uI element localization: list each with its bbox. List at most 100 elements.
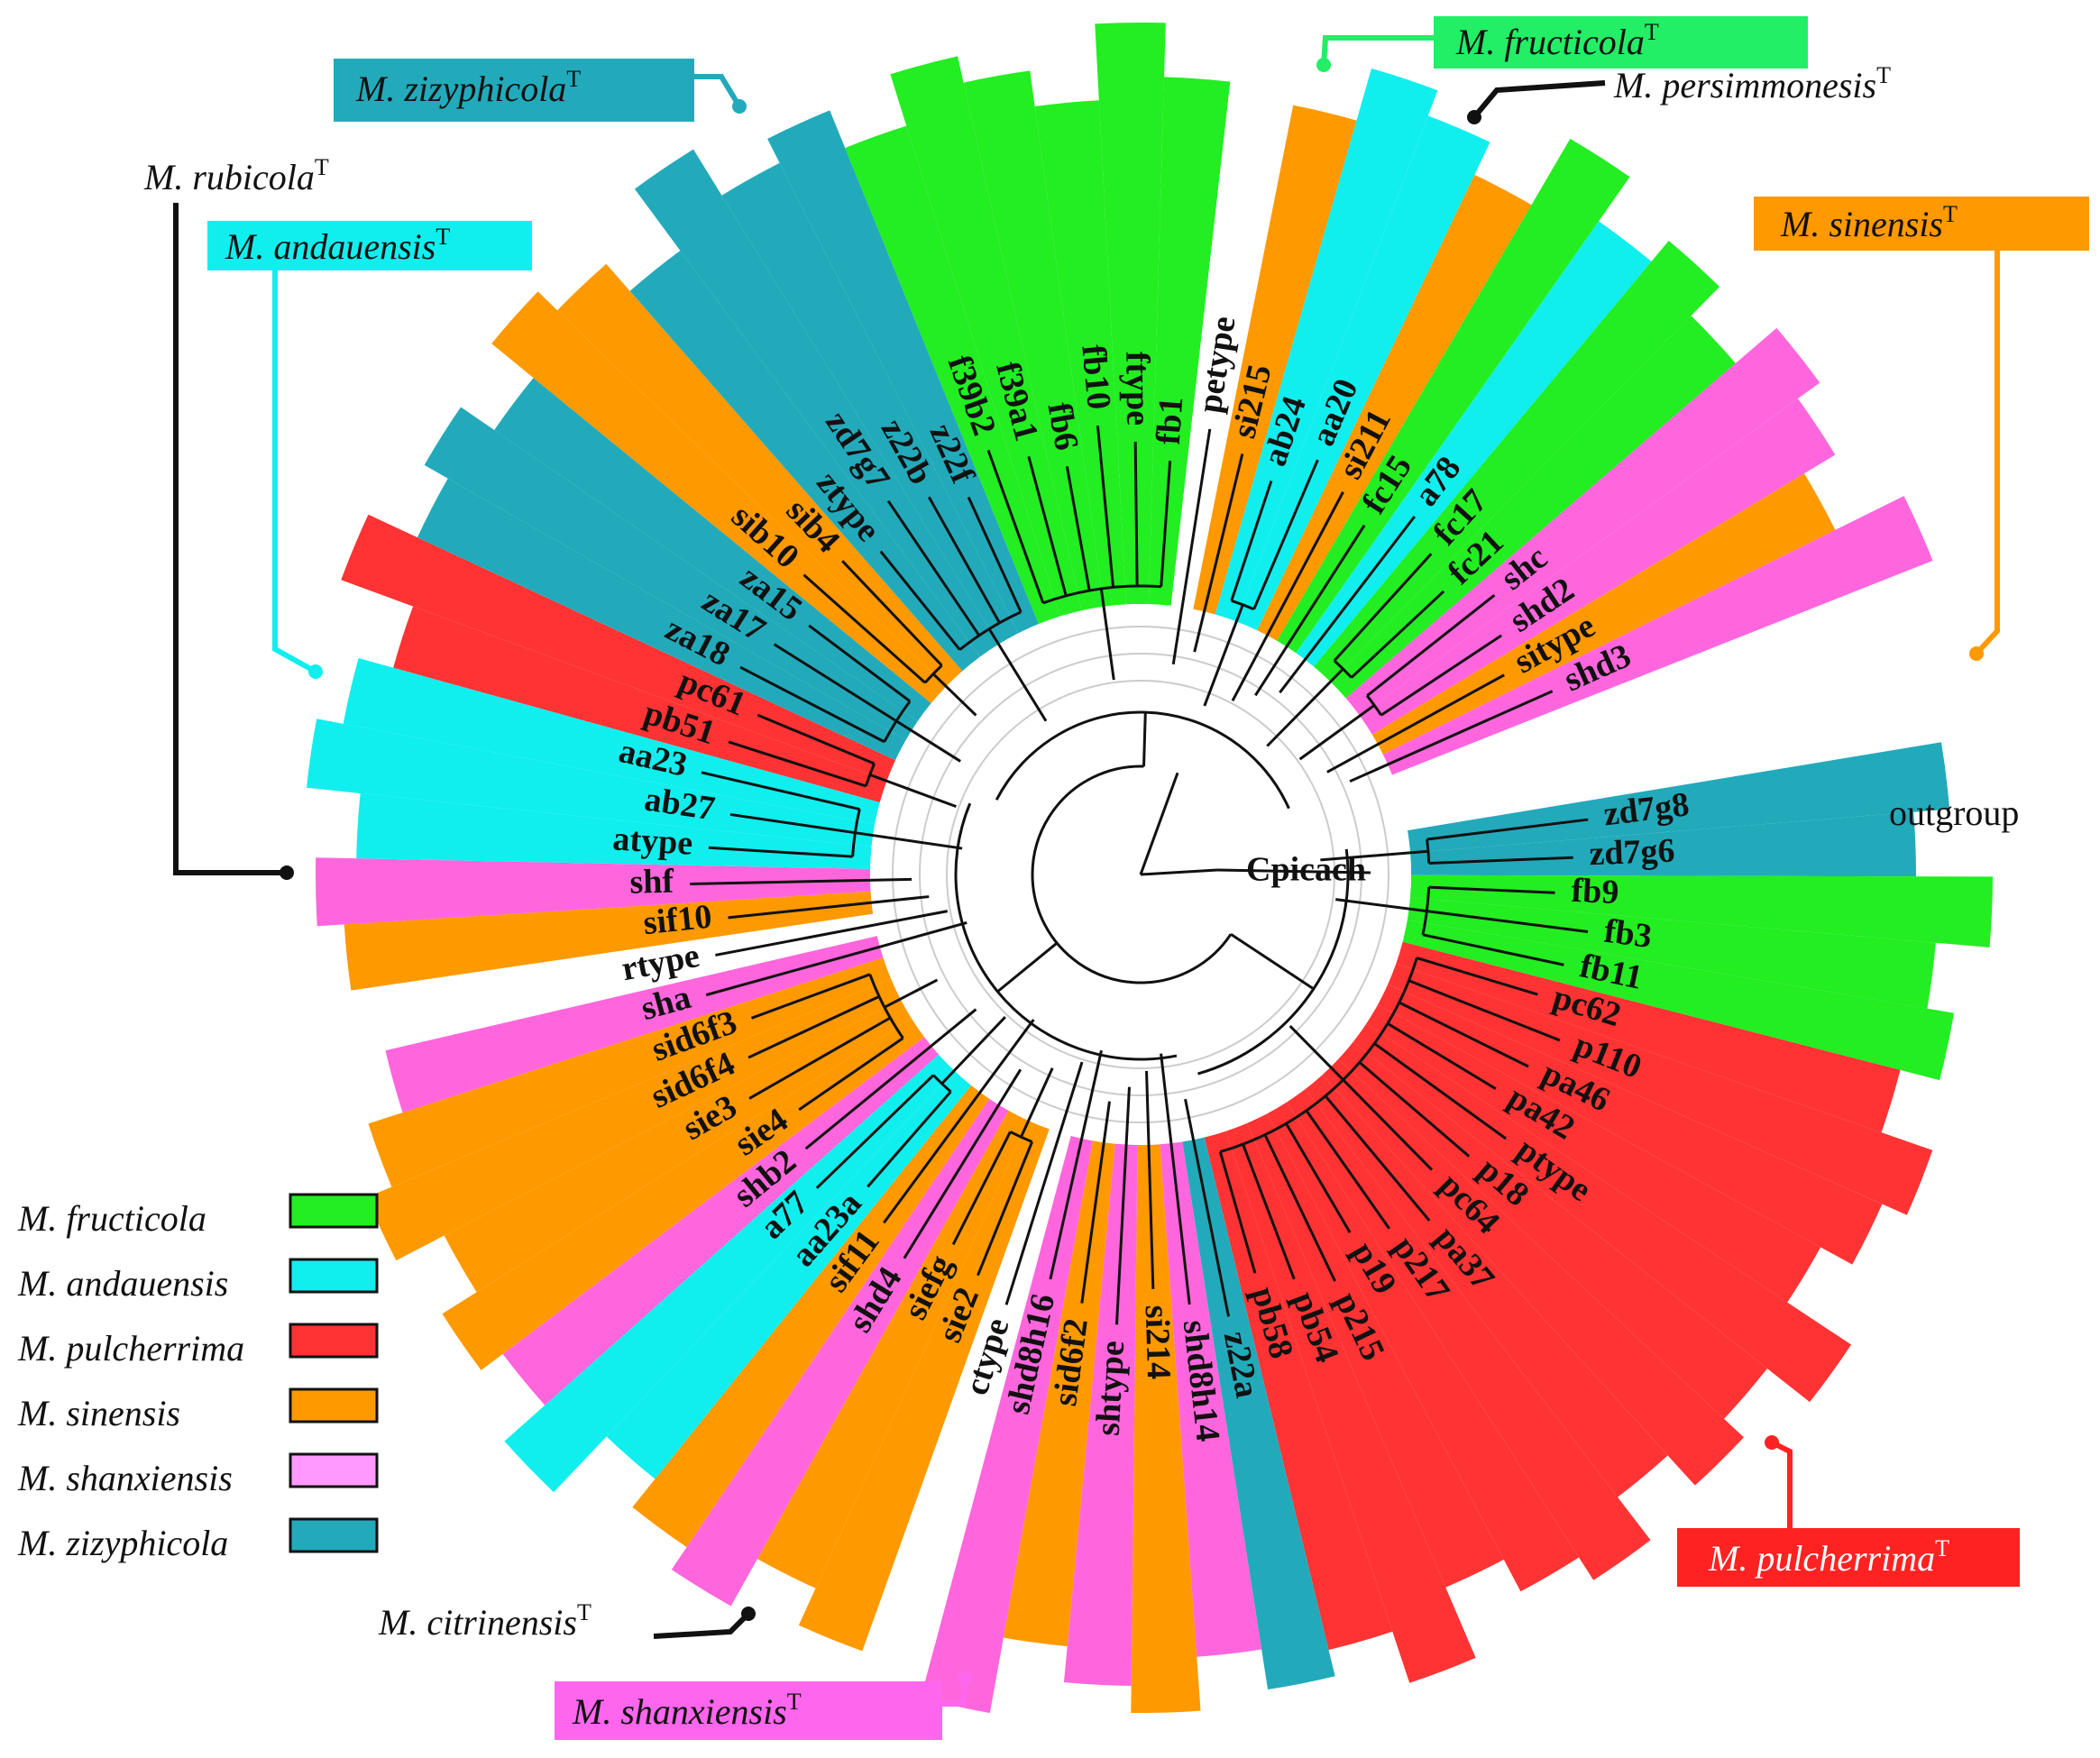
leaf-branch [1195, 1157, 1231, 1317]
leaf-branch [729, 812, 856, 835]
leaf-branch [841, 560, 943, 667]
callout-name: M. persimmonesis [1613, 65, 1876, 105]
arrowhead-icon [958, 1671, 972, 1686]
leaf-branch [1422, 933, 1564, 966]
callout-zizyphicola: M. zizyphicolaT [334, 59, 747, 122]
callout-label: M. shanxiensisT [572, 1689, 802, 1732]
callout-name: M. fructicola [1455, 22, 1645, 62]
callout-name: M. citrinensis [378, 1602, 577, 1643]
internal-branch [1053, 1061, 1084, 1150]
leaf-branch [1218, 1151, 1257, 1274]
clade-wedge-fructicola [1409, 874, 1993, 948]
leaf-branch [705, 950, 864, 997]
callout-box [207, 221, 532, 270]
leaf-branch [1183, 428, 1212, 591]
leaf-branch [1295, 524, 1366, 633]
legend: M. fructicola M. andauensis M. pulcherri… [17, 1193, 379, 1563]
leaf-branch [1160, 461, 1172, 587]
clade-arc [1031, 765, 1233, 984]
leaf-branch [690, 879, 853, 886]
legend-swatch [289, 1387, 379, 1424]
callout-fructicola: M. fructicolaT [1316, 16, 1808, 72]
clade-arc [1365, 694, 1383, 717]
arrowhead-icon [1316, 58, 1331, 72]
leaf-branch [879, 550, 961, 651]
leaf-branch [802, 573, 926, 684]
arrowhead-icon [732, 99, 747, 114]
internal-branch [1142, 712, 1147, 767]
callout-name: M. pulcherrima [1708, 1538, 1935, 1579]
leaf-branch [1428, 885, 1555, 894]
callout-label: M. pulcherrimaT [1708, 1535, 1949, 1579]
leaf-branch [1065, 466, 1091, 591]
outgroup-branch [1216, 868, 1371, 874]
leaf-branch [1408, 979, 1561, 1042]
clade-arc [883, 700, 912, 743]
scale-ring [892, 626, 1389, 1123]
clade-arc [864, 763, 876, 787]
leaf-branch [815, 1074, 935, 1189]
internal-branch [1099, 588, 1115, 681]
clade-wedge-sinensis [1131, 1144, 1201, 1714]
callout-arrow [1770, 1440, 1793, 1528]
legend-swatch [289, 1323, 379, 1359]
internal-branch [1123, 1086, 1131, 1163]
callout-superscript: T [1935, 1535, 1949, 1561]
arrowhead-icon [1969, 646, 1984, 661]
callout-name: M. rubicola [143, 157, 315, 197]
leaf-branch [701, 771, 860, 811]
leaf-branch [1398, 1001, 1529, 1068]
internal-branch [1160, 1053, 1175, 1162]
leaf-branch [986, 449, 1045, 604]
internal-branch [996, 941, 1059, 993]
legend-label: M. shanxiensis [17, 1458, 233, 1498]
leaf-label: atype [611, 819, 693, 862]
leaf-branch [1305, 1110, 1391, 1230]
leaf-label: fb3 [1602, 912, 1655, 956]
internal-branch [1266, 667, 1344, 747]
legend-item-shanxiensis: M. shanxiensis [17, 1452, 379, 1498]
leaf-branch [903, 1119, 991, 1259]
internal-branch [940, 1016, 1006, 1085]
internal-branch [1193, 593, 1210, 653]
callout-superscript: T [787, 1689, 802, 1715]
callout-label: M. andauensisT [225, 224, 450, 267]
internal-branch [869, 773, 957, 809]
callout-superscript: T [1943, 201, 1958, 227]
leaf-label: zd7g6 [1589, 832, 1676, 874]
callout-label: M. persimmonesisT [1613, 62, 1891, 105]
internal-branch [931, 673, 977, 717]
clade-wedge-shanxiensis [316, 857, 871, 927]
leaf-branch [1206, 453, 1244, 595]
leaf-label: fb1 [1150, 396, 1191, 446]
leaf-branch [1096, 426, 1115, 588]
callout-superscript: T [566, 66, 581, 92]
leaf-branch [1114, 1162, 1127, 1325]
callout-persimmonesis: M. persimmonesisT [1467, 62, 1891, 124]
callout-superscript: T [1645, 19, 1659, 45]
internal-branch [852, 877, 912, 883]
leaf-branch [1373, 1042, 1508, 1140]
internal-branch [1184, 1098, 1198, 1158]
leaf-label: fb6 [1040, 399, 1086, 453]
legend-swatch [289, 1452, 379, 1488]
legend-swatch [289, 1258, 379, 1294]
callout-superscript: T [577, 1599, 591, 1625]
internal-branch [1139, 772, 1179, 875]
internal-branch [1020, 1067, 1054, 1138]
leaf-branch [1426, 910, 1589, 933]
clade-wedge-fructicola [1277, 138, 1630, 654]
legend-label: M. zizyphicola [17, 1523, 228, 1563]
clade-wedge-fructicola [1095, 23, 1166, 605]
leaf-branch [1403, 690, 1554, 759]
leaf-branch [798, 1037, 904, 1112]
leaf-branch [883, 1105, 971, 1224]
leaf-branch [1366, 593, 1496, 697]
leaf-branch [927, 496, 1001, 624]
internal-branch [1231, 618, 1278, 702]
leaf-branch [1426, 818, 1589, 841]
legend-item-fructicola: M. fructicola [17, 1193, 379, 1239]
leaf-label: shtype [1089, 1340, 1133, 1437]
legend-label: M. andauensis [17, 1263, 228, 1304]
